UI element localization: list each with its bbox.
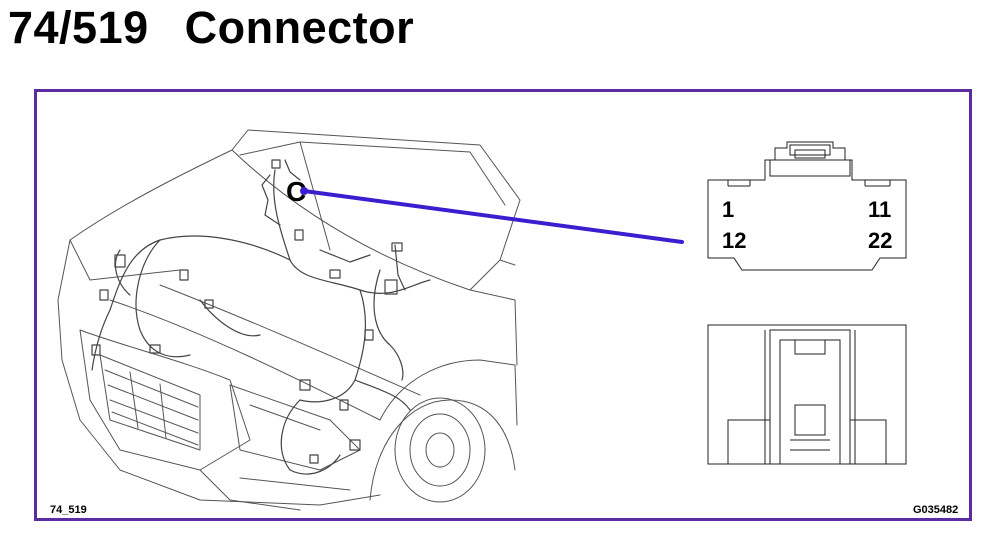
component-title: Connector [184, 2, 415, 53]
location-letter: C [286, 176, 306, 207]
pin-label-11: 11 [868, 197, 892, 222]
page-title: 74/519 Connector [8, 2, 414, 54]
figure-ref-right: G035482 [913, 504, 959, 516]
figure-ref-left: 74_519 [50, 504, 87, 516]
leader-line [302, 189, 684, 244]
diagram-frame [34, 89, 972, 521]
pin-label-22: 22 [868, 228, 893, 253]
pin-label-12: 12 [722, 228, 747, 253]
connector-front-view [707, 141, 907, 271]
connector-side-view [707, 324, 907, 465]
car-drawing [57, 129, 521, 511]
wiring-harness [91, 159, 431, 475]
pin-label-1: 1 [722, 197, 735, 222]
component-code: 74/519 [8, 2, 149, 53]
